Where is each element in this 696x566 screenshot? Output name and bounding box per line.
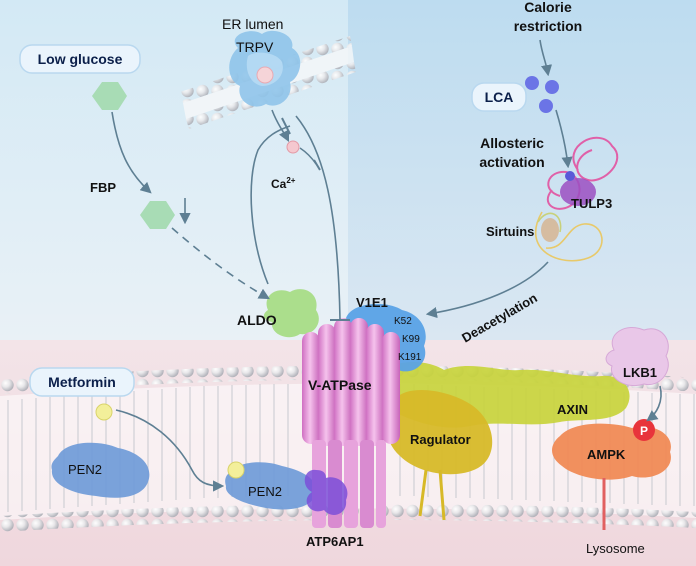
tulp3-sirtuins-structure (534, 136, 619, 262)
sirtuins-label: Sirtuins (486, 224, 534, 239)
lca-pill (471, 82, 527, 112)
calcium-sup: 2+ (286, 176, 295, 185)
pen2-left-label: PEN2 (68, 462, 102, 477)
ampk-label: AMPK (587, 447, 626, 462)
arrow-deacetylation (425, 261, 549, 319)
arrow-glucose-fbp (111, 111, 152, 194)
k191-label: K191 (398, 352, 422, 363)
v-atpase-label: V-ATPase (308, 377, 372, 393)
ragulator-label: Ragulator (410, 432, 471, 447)
allosteric-label: Allosteric (480, 135, 544, 151)
activation-label: activation (479, 154, 544, 170)
lkb1-protein (605, 327, 669, 386)
ragulator-anchor (418, 469, 446, 521)
glucose-hexagon (92, 82, 127, 110)
atp6ap1-label: ATP6AP1 (306, 534, 364, 549)
low-glucose-pill (19, 44, 141, 74)
trpv-channel (229, 30, 301, 107)
metformin-bound (227, 461, 245, 479)
cytosol-background-right (348, 0, 696, 340)
aldo-protein (263, 289, 319, 338)
arrow-lkb1-ampk (646, 385, 662, 422)
arrow-fbp-aldo (171, 227, 270, 300)
arrow-metformin-pen2 (115, 409, 225, 492)
lca-label: LCA (485, 89, 514, 105)
phospho-label: P (640, 424, 648, 438)
calorie-label: Calorie (524, 0, 572, 15)
arrow-calorie-lca (539, 39, 553, 77)
pen2-mid-label: PEN2 (248, 484, 282, 499)
lca-molecules (525, 76, 559, 113)
calcium-label: Ca2+ (271, 176, 296, 191)
ragulator-protein (385, 390, 493, 475)
phospho-badge (633, 419, 655, 441)
lkb1-label: LKB1 (623, 365, 657, 380)
fbp-hexagon (140, 201, 175, 229)
k99-label: K99 (402, 334, 420, 345)
calcium-ion (286, 140, 300, 154)
tulp3-label: TULP3 (571, 196, 612, 211)
arrow-calcium-inhibit (299, 147, 317, 165)
low-glucose-label: Low glucose (38, 51, 123, 67)
v1e1-label: V1E1 (356, 295, 388, 310)
metformin-molecule (95, 403, 113, 421)
restriction-label: restriction (514, 18, 582, 34)
metformin-pill (29, 367, 135, 397)
pen2-left-protein (51, 442, 150, 498)
pen2-mid-protein (225, 462, 317, 510)
v-atpase-v0-domain (304, 440, 386, 528)
axin-label: AXIN (557, 402, 588, 417)
calcium-base: Ca (271, 177, 287, 191)
lysosome-label: Lysosome (586, 541, 645, 556)
v-atpase-v1-domain (302, 318, 400, 446)
arrow-lca-tulp3 (555, 109, 573, 169)
arrow-calcium-vatpase (295, 115, 341, 321)
er-lumen-label: ER lumen (222, 16, 283, 32)
metformin-label: Metformin (48, 374, 116, 390)
trpv-label: TRPV (236, 39, 274, 55)
arrow-aldo-trpv (250, 125, 291, 285)
k52-label: K52 (394, 316, 412, 327)
aldo-label: ALDO (237, 312, 277, 328)
fbp-label: FBP (90, 180, 116, 195)
arrow-trpv-calcium (271, 109, 290, 143)
